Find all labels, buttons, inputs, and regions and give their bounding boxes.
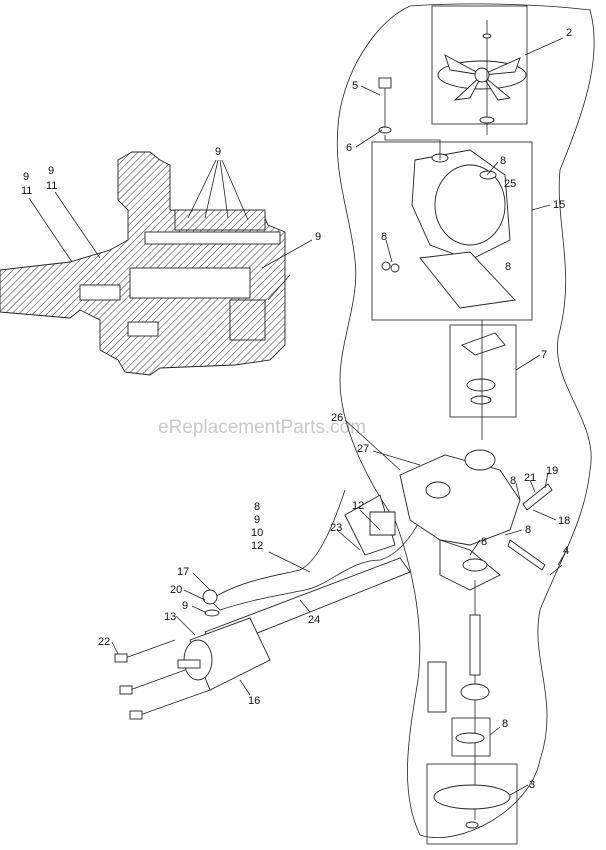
callout-8-shaft: 8	[481, 536, 487, 548]
axle-bolts	[114, 639, 211, 720]
callout-8-mid: 8	[510, 475, 516, 487]
watermark: eReplacementParts.com	[158, 417, 366, 438]
callout-leaders	[111, 37, 566, 796]
callout-19: 19	[546, 465, 558, 477]
dipstick-cap	[378, 77, 441, 160]
callout-16: 16	[248, 695, 260, 707]
callout-15: 15	[553, 199, 565, 211]
callout-9-c: 9	[215, 146, 221, 158]
callout-9-d: 9	[315, 231, 321, 243]
callout-12-a: 12	[251, 540, 263, 552]
callout-18: 18	[558, 515, 570, 527]
cover-box	[371, 141, 533, 321]
callout-9-axle: 9	[254, 514, 260, 526]
cross-section-leaders	[28, 159, 313, 301]
callout-6: 6	[346, 142, 352, 154]
callout-20: 20	[170, 584, 182, 596]
callout-12-b: 12	[352, 500, 364, 512]
callout-9-a: 9	[23, 171, 29, 183]
bearing-box	[449, 324, 517, 418]
callout-5: 5	[352, 80, 358, 92]
callout-26: 26	[331, 412, 343, 424]
callout-8-low: 8	[502, 718, 508, 730]
snapring-box	[451, 717, 491, 757]
callout-9-washer: 9	[182, 600, 188, 612]
callout-8-left: 8	[381, 231, 387, 243]
right-hardware	[507, 483, 563, 576]
callout-4: 4	[563, 545, 569, 557]
bearing-stack	[461, 320, 506, 440]
axle-assembly	[177, 494, 411, 691]
callout-9-b: 9	[48, 165, 54, 177]
cooling-fin-housing	[381, 149, 516, 309]
callout-24: 24	[308, 614, 320, 626]
callout-27: 27	[357, 443, 369, 455]
callout-3: 3	[529, 779, 535, 791]
callout-23: 23	[330, 522, 342, 534]
callout-10: 10	[251, 527, 263, 539]
callout-22: 22	[98, 636, 110, 648]
callout-21: 21	[524, 472, 536, 484]
cooling-fan	[437, 20, 527, 135]
center-housing	[399, 449, 521, 591]
lower-shaft	[427, 580, 511, 829]
callout-11-a: 11	[21, 185, 32, 197]
callout-8-inner: 8	[505, 261, 511, 273]
callout-25: 25	[504, 178, 516, 190]
callout-8-top: 8	[500, 155, 506, 167]
callout-8-right: 8	[525, 524, 531, 536]
axle-outline	[209, 489, 421, 611]
fan-box	[431, 5, 528, 125]
pulley-box	[426, 763, 518, 845]
callout-13: 13	[164, 611, 176, 623]
callout-11-b: 11	[46, 180, 57, 192]
callout-17: 17	[177, 566, 189, 578]
assembly-outline	[336, 3, 595, 838]
callout-8-axle: 8	[254, 501, 260, 513]
cross-section-view	[0, 151, 286, 376]
callout-2: 2	[566, 27, 572, 39]
callout-7: 7	[541, 349, 547, 361]
